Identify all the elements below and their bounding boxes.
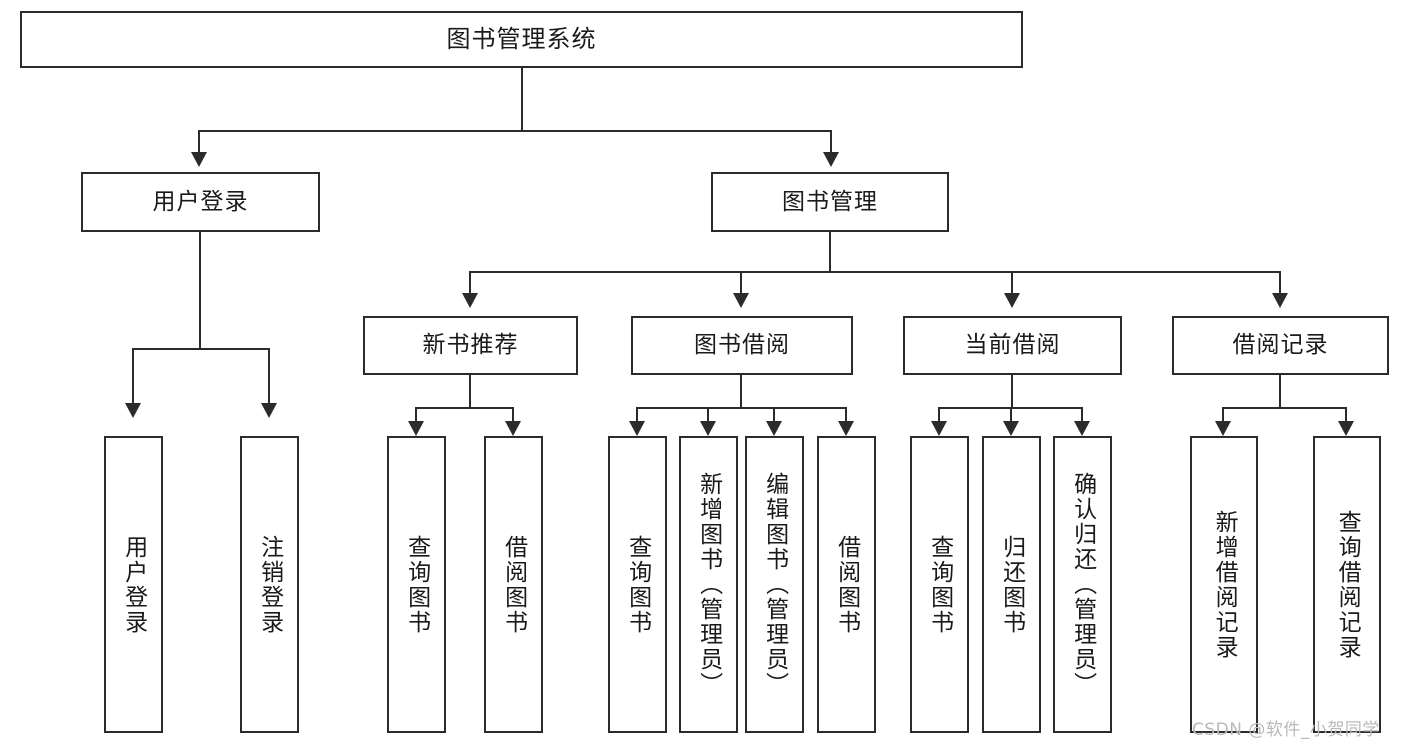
csdn-watermark: CSDN @软件_小贺同学 <box>1192 720 1380 740</box>
connector-book-borrow-bus <box>636 407 846 409</box>
arrowhead-book-borrow <box>733 293 749 308</box>
connector-root-stem <box>521 68 523 131</box>
node-label: 图书借阅 <box>694 332 790 359</box>
connector-new-book-stem <box>469 375 471 408</box>
arrowhead-root-to-user-login <box>191 152 207 167</box>
node-label: 当前借阅 <box>964 332 1061 359</box>
node-label: 图书管理 <box>782 188 878 215</box>
connector-borrow-record-to-leaf-2 <box>1345 407 1347 423</box>
connector-book-manage-to-current-borrow <box>1011 271 1013 295</box>
connector-new-book-bus <box>415 407 514 409</box>
arrowhead-user-login-leaf-1 <box>125 403 141 418</box>
connector-root-to-book-manage <box>830 130 832 154</box>
connector-book-borrow-to-leaf-4 <box>845 407 847 423</box>
arrowhead-book-borrow-leaf-1 <box>629 421 645 436</box>
node-label: 新增借阅记录 <box>1211 509 1238 660</box>
node-label: 用户登录 <box>120 534 147 635</box>
node-label: 用户登录 <box>152 188 249 215</box>
node-label: 新书推荐 <box>422 332 519 359</box>
arrowhead-current-borrow <box>1004 293 1020 308</box>
node-label: 注销登录 <box>256 534 283 635</box>
arrowhead-new-book-recommend <box>462 293 478 308</box>
connector-current-borrow-to-leaf-2 <box>1010 407 1012 423</box>
node-label: 借阅图书 <box>833 534 860 635</box>
connector-book-manage-to-new-book <box>469 271 471 295</box>
node-root-system: 图书管理系统 <box>20 11 1023 68</box>
node-label: 查询图书 <box>926 534 953 635</box>
arrowhead-user-login-leaf-2 <box>261 403 277 418</box>
leaf-borrow-record-1: 新增借阅记录 <box>1190 436 1258 733</box>
node-label: 查询图书 <box>403 534 430 635</box>
connector-book-manage-to-borrow-record <box>1279 271 1281 295</box>
leaf-new-book-recommend-1: 查询图书 <box>387 436 446 733</box>
leaf-user-login-2: 注销登录 <box>240 436 299 733</box>
connector-book-manage-bus <box>469 271 1281 273</box>
arrowhead-borrow-record-leaf-1 <box>1215 421 1231 436</box>
arrowhead-book-borrow-leaf-4 <box>838 421 854 436</box>
leaf-borrow-record-2: 查询借阅记录 <box>1313 436 1381 733</box>
connector-user-login-bus <box>132 348 269 350</box>
arrowhead-root-to-book-manage <box>823 152 839 167</box>
node-label: 新增图书（管理员） <box>695 472 722 697</box>
arrowhead-current-borrow-leaf-3 <box>1074 421 1090 436</box>
connector-book-manage-to-book-borrow <box>740 271 742 295</box>
arrowhead-new-book-leaf-2 <box>505 421 521 436</box>
connector-book-borrow-stem <box>740 375 742 408</box>
arrowhead-new-book-leaf-1 <box>408 421 424 436</box>
node-label: 查询图书 <box>624 534 651 635</box>
connector-book-manage-stem <box>829 232 831 272</box>
connector-borrow-record-bus <box>1222 407 1347 409</box>
connector-book-borrow-to-leaf-1 <box>636 407 638 423</box>
connector-book-borrow-to-leaf-3 <box>773 407 775 423</box>
connector-new-book-to-leaf-1 <box>415 407 417 423</box>
node-label: 查询借阅记录 <box>1334 509 1361 660</box>
arrowhead-current-borrow-leaf-1 <box>931 421 947 436</box>
node-current-borrow: 当前借阅 <box>903 316 1122 375</box>
node-label: 确认归还（管理员） <box>1069 472 1096 697</box>
leaf-book-borrow-2: 新增图书（管理员） <box>679 436 738 733</box>
connector-current-borrow-to-leaf-3 <box>1081 407 1083 423</box>
connector-new-book-to-leaf-2 <box>512 407 514 423</box>
arrowhead-borrow-record-leaf-2 <box>1338 421 1354 436</box>
node-book-borrow: 图书借阅 <box>631 316 853 375</box>
connector-current-borrow-stem <box>1011 375 1013 408</box>
connector-current-borrow-to-leaf-1 <box>938 407 940 423</box>
leaf-current-borrow-1: 查询图书 <box>910 436 969 733</box>
connector-borrow-record-stem <box>1279 375 1281 408</box>
connector-user-login-to-leaf-2 <box>268 348 270 405</box>
arrowhead-current-borrow-leaf-2 <box>1003 421 1019 436</box>
connector-root-to-user-login <box>198 130 200 154</box>
connector-root-bus <box>198 130 832 132</box>
node-label: 图书管理系统 <box>446 24 597 53</box>
node-user-login: 用户登录 <box>81 172 320 232</box>
connector-borrow-record-to-leaf-1 <box>1222 407 1224 423</box>
node-borrow-record: 借阅记录 <box>1172 316 1389 375</box>
leaf-user-login-1: 用户登录 <box>104 436 163 733</box>
leaf-book-borrow-1: 查询图书 <box>608 436 667 733</box>
connector-user-login-stem <box>199 232 201 349</box>
arrowhead-borrow-record <box>1272 293 1288 308</box>
node-label: 借阅记录 <box>1232 332 1329 359</box>
leaf-book-borrow-4: 借阅图书 <box>817 436 876 733</box>
node-new-book-recommend: 新书推荐 <box>363 316 578 375</box>
node-label: 归还图书 <box>998 534 1025 635</box>
arrowhead-book-borrow-leaf-2 <box>700 421 716 436</box>
node-book-manage: 图书管理 <box>711 172 949 232</box>
leaf-new-book-recommend-2: 借阅图书 <box>484 436 543 733</box>
node-label: 借阅图书 <box>500 534 527 635</box>
connector-user-login-to-leaf-1 <box>132 348 134 405</box>
leaf-current-borrow-2: 归还图书 <box>982 436 1041 733</box>
node-label: 编辑图书（管理员） <box>761 472 788 697</box>
leaf-book-borrow-3: 编辑图书（管理员） <box>745 436 804 733</box>
arrowhead-book-borrow-leaf-3 <box>766 421 782 436</box>
leaf-current-borrow-3: 确认归还（管理员） <box>1053 436 1112 733</box>
connector-book-borrow-to-leaf-2 <box>707 407 709 423</box>
